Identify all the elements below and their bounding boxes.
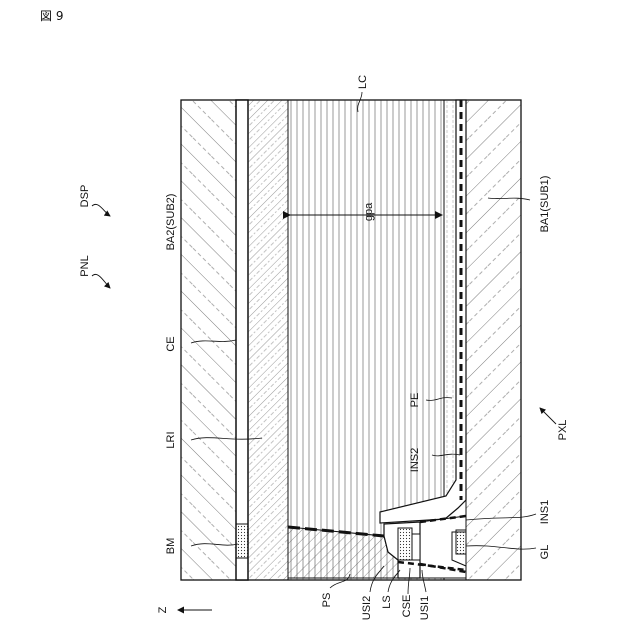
gl-block <box>456 530 466 554</box>
label-ce: CE <box>165 336 177 351</box>
label-ls: LS <box>381 595 393 608</box>
label-ins2: INS2 <box>409 448 421 472</box>
label-cse: CSE <box>401 595 413 618</box>
label-lc: LC <box>357 75 369 89</box>
label-pe: PE <box>409 393 421 408</box>
label-usi1: USI1 <box>419 596 431 620</box>
label-gl: GL <box>539 545 551 560</box>
label-ba2: BA2(SUB2) <box>165 194 177 251</box>
label-ps: PS <box>321 593 333 608</box>
label-usi2: USI2 <box>361 596 373 620</box>
label-pxl: PXL <box>557 420 569 441</box>
cse-block <box>398 528 412 560</box>
lri-layer <box>248 100 288 580</box>
label-lri: LRI <box>165 431 177 448</box>
pnl-pointer <box>92 274 110 288</box>
ba2-substrate <box>181 100 236 580</box>
pxl-pointer <box>540 408 556 424</box>
label-pnl: PNL <box>79 255 91 276</box>
dsp-pointer <box>92 204 110 216</box>
label-dsp: DSP <box>79 185 91 208</box>
ce-layer <box>236 100 248 580</box>
label-ins1: INS1 <box>539 500 551 524</box>
label-gpa: gpa <box>363 202 375 221</box>
label-bm: BM <box>165 538 177 555</box>
ba1-substrate <box>466 100 521 580</box>
label-ba1: BA1(SUB1) <box>539 176 551 233</box>
bm-block <box>236 524 248 558</box>
alignment-layer <box>444 100 456 500</box>
label-z: Z <box>157 606 169 613</box>
ls-block <box>412 534 420 560</box>
